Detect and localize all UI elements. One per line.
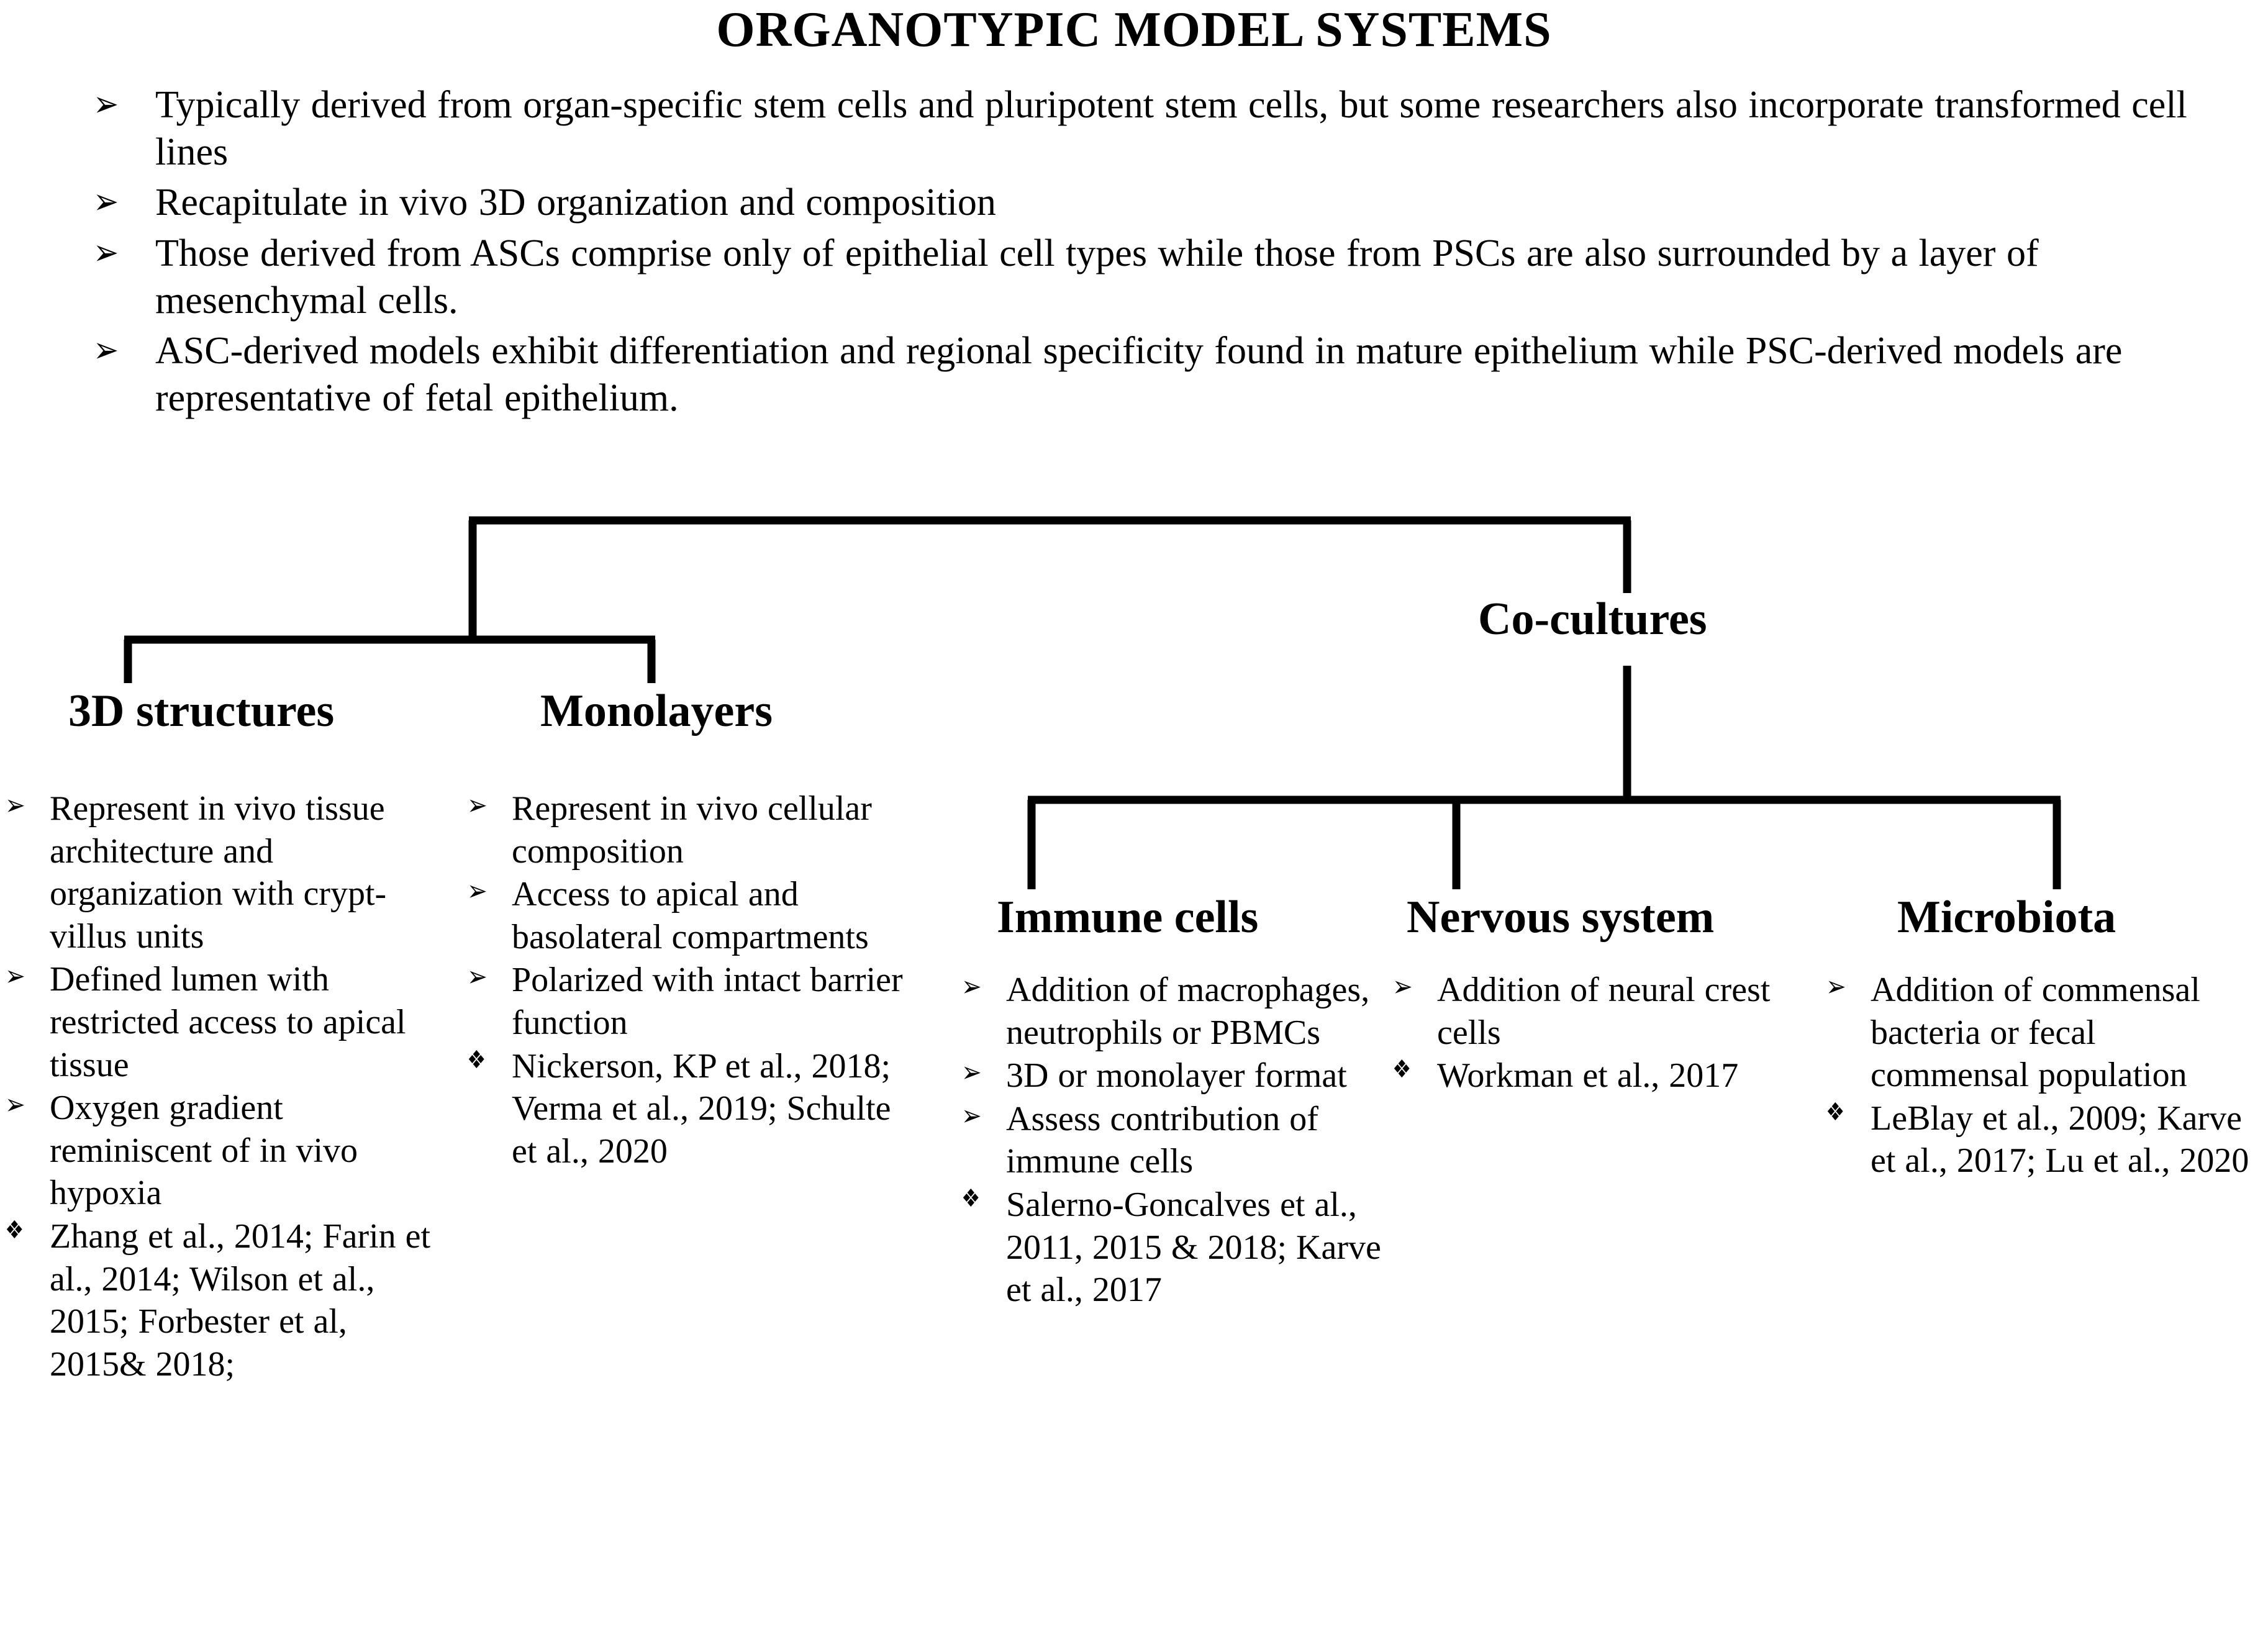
- list-item-text: Access to apical and basolateral compart…: [512, 875, 869, 956]
- list-item-text: Those derived from ASCs comprise only of…: [155, 232, 2039, 322]
- list-item-text: Represent in vivo cellular composition: [512, 789, 872, 871]
- arrow-bullet-icon: ➢: [93, 83, 119, 125]
- list-item: ➢ Represent in vivo tissue architecture …: [5, 787, 440, 958]
- bullet-column-nervous-system: ➢ Addition of neural crest cells ❖ Workm…: [1392, 969, 1790, 1098]
- diamond-bullet-icon: ❖: [1392, 1055, 1412, 1084]
- list-item-text: Defined lumen with restricted access to …: [50, 960, 406, 1084]
- list-item: ➢ Addition of commensal bacteria or feca…: [1826, 969, 2261, 1097]
- diamond-bullet-icon: ❖: [5, 1215, 24, 1244]
- bullet-column-monolayers: ➢ Represent in vivo cellular composition…: [467, 787, 914, 1173]
- node-heading-monolayers: Monolayers: [540, 686, 773, 737]
- diamond-bullet-icon: ❖: [1826, 1097, 1845, 1127]
- list-item: ➢ Polarized with intact barrier function: [467, 959, 914, 1044]
- list-item-text: Oxygen gradient reminiscent of in vivo h…: [50, 1089, 358, 1213]
- citation-item: ❖ LeBlay et al., 2009; Karve et al., 201…: [1826, 1097, 2261, 1182]
- arrow-bullet-icon: ➢: [1392, 969, 1413, 1003]
- list-item: ➢ Those derived from ASCs comprise only …: [93, 230, 2223, 324]
- citation-item: ❖ Nickerson, KP et al., 2018; Verma et a…: [467, 1045, 914, 1173]
- node-heading-microbiota: Microbiota: [1897, 892, 2116, 943]
- list-item-text: Polarized with intact barrier function: [512, 961, 903, 1042]
- list-item-text: Addition of macrophages, neutrophils or …: [1006, 971, 1370, 1052]
- list-item-text: Represent in vivo tissue architecture an…: [50, 789, 387, 956]
- arrow-bullet-icon: ➢: [93, 329, 119, 371]
- node-heading-immune-cells: Immune cells: [997, 892, 1259, 943]
- list-item: ➢ Defined lumen with restricted access t…: [5, 958, 440, 1086]
- list-item: ➢ Assess contribution of immune cells: [961, 1098, 1408, 1183]
- arrow-bullet-icon: ➢: [961, 1055, 982, 1089]
- node-heading-nervous-system: Nervous system: [1407, 892, 1715, 943]
- arrow-bullet-icon: ➢: [93, 180, 119, 223]
- bullet-column-microbiota: ➢ Addition of commensal bacteria or feca…: [1826, 969, 2261, 1183]
- intro-bullet-list: ➢ Typically derived from organ-specific …: [93, 82, 2223, 425]
- bullet-column-immune-cells: ➢ Addition of macrophages, neutrophils o…: [961, 969, 1408, 1312]
- citation-item: ❖ Workman et al., 2017: [1392, 1054, 1790, 1097]
- arrow-bullet-icon: ➢: [5, 788, 25, 822]
- diamond-bullet-icon: ❖: [961, 1184, 981, 1213]
- list-item: ➢ Addition of macrophages, neutrophils o…: [961, 969, 1408, 1054]
- list-item: ➢ Recapitulate in vivo 3D organization a…: [93, 179, 2223, 227]
- arrow-bullet-icon: ➢: [467, 959, 488, 994]
- citation-item: ❖ Zhang et al., 2014; Farin et al., 2014…: [5, 1215, 440, 1385]
- arrow-bullet-icon: ➢: [5, 959, 25, 993]
- arrow-bullet-icon: ➢: [961, 969, 982, 1003]
- list-item: ➢ Oxygen gradient reminiscent of in vivo…: [5, 1087, 440, 1215]
- list-item: ➢ Represent in vivo cellular composition: [467, 787, 914, 873]
- node-heading-3d-structures: 3D structures: [68, 686, 335, 737]
- arrow-bullet-icon: ➢: [93, 230, 119, 273]
- diamond-bullet-icon: ❖: [467, 1045, 486, 1074]
- citation-text: LeBlay et al., 2009; Karve et al., 2017;…: [1871, 1099, 2249, 1181]
- arrow-bullet-icon: ➢: [961, 1098, 982, 1132]
- citation-text: Nickerson, KP et al., 2018; Verma et al.…: [512, 1046, 891, 1171]
- citation-text: Zhang et al., 2014; Farin et al., 2014; …: [50, 1217, 431, 1384]
- list-item-text: Recapitulate in vivo 3D organization and…: [155, 181, 996, 224]
- arrow-bullet-icon: ➢: [467, 874, 488, 908]
- citation-text: Salerno-Goncalves et al., 2011, 2015 & 2…: [1006, 1185, 1381, 1310]
- list-item-text: 3D or monolayer format: [1006, 1056, 1347, 1095]
- citation-item: ❖ Salerno-Goncalves et al., 2011, 2015 &…: [961, 1184, 1408, 1312]
- list-item: ➢ Access to apical and basolateral compa…: [467, 873, 914, 958]
- arrow-bullet-icon: ➢: [467, 788, 488, 822]
- list-item-text: Addition of neural crest cells: [1437, 971, 1771, 1052]
- list-item-text: Typically derived from organ-specific st…: [155, 84, 2187, 173]
- citation-text: Workman et al., 2017: [1437, 1056, 1739, 1095]
- arrow-bullet-icon: ➢: [1826, 969, 1846, 1003]
- bullet-column-3d-structures: ➢ Represent in vivo tissue architecture …: [5, 787, 440, 1386]
- arrow-bullet-icon: ➢: [5, 1087, 25, 1122]
- list-item: ➢ Addition of neural crest cells: [1392, 969, 1790, 1054]
- list-item: ➢ ASC-derived models exhibit differentia…: [93, 328, 2223, 422]
- list-item-text: ASC-derived models exhibit differentiati…: [155, 330, 2123, 419]
- page-title: ORGANOTYPIC MODEL SYSTEMS: [716, 2, 1552, 57]
- list-item-text: Addition of commensal bacteria or fecal …: [1871, 971, 2200, 1095]
- node-heading-co-cultures: Co-cultures: [1478, 594, 1707, 645]
- list-item: ➢ 3D or monolayer format: [961, 1054, 1408, 1097]
- list-item-text: Assess contribution of immune cells: [1006, 1099, 1318, 1181]
- list-item: ➢ Typically derived from organ-specific …: [93, 82, 2223, 176]
